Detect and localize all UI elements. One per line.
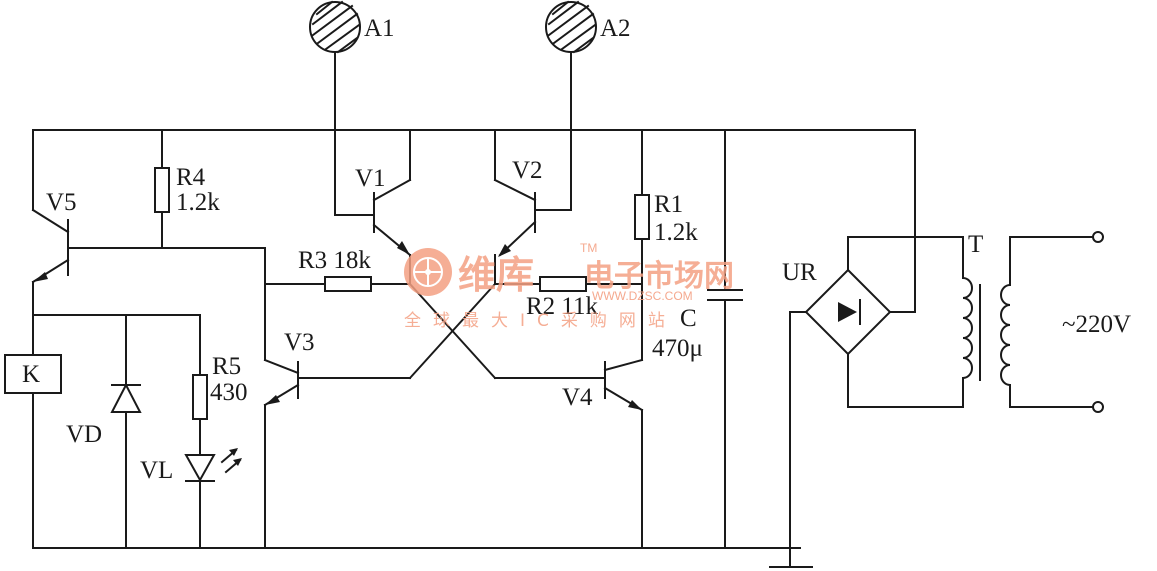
transformer-t (961, 231, 1104, 413)
transistor-v2 (493, 127, 572, 285)
watermark-slogan: 全球最大IC采购网站 (404, 311, 677, 331)
label-r2: R2 11k (526, 293, 598, 320)
relay-k (4, 314, 201, 549)
resistor-r3 (264, 276, 411, 292)
label-r1-value: 1.2k (654, 219, 698, 246)
watermark-brand: 维库 (458, 253, 534, 297)
resistor-r5 (192, 314, 208, 456)
capacitor-c (707, 129, 743, 549)
watermark-tm: TM (580, 241, 597, 255)
label-v1: V1 (355, 165, 386, 192)
watermark-url: WWW.DZSC.COM (592, 289, 693, 303)
label-v3: V3 (284, 329, 315, 356)
bridge-rectifier-ur (789, 129, 964, 549)
watermark-logo-icon (404, 248, 452, 296)
label-v4: V4 (562, 384, 593, 411)
label-ur: UR (782, 259, 817, 286)
label-r5-value: 430 (210, 379, 248, 406)
led-vl (184, 448, 242, 549)
label-k: K (22, 361, 40, 388)
label-c-name: C (680, 305, 697, 332)
label-r3: R3 18k (298, 247, 371, 274)
transistor-v3 (263, 247, 411, 549)
label-r4-name: R4 (176, 164, 206, 191)
transistor-v4 (494, 358, 644, 549)
label-r4-value: 1.2k (176, 189, 220, 216)
resistor-r4 (154, 129, 170, 249)
watermark-tagline: 电子市场网 (584, 259, 734, 294)
ground-rail-bottom (32, 547, 813, 568)
label-v2: V2 (512, 157, 543, 184)
label-a1: A1 (364, 15, 395, 42)
label-vd: VD (66, 421, 102, 448)
label-v5: V5 (46, 189, 77, 216)
cross-coupling (408, 282, 497, 380)
label-mains: ~220V (1062, 311, 1131, 338)
resistor-r2 (494, 276, 643, 292)
watermark: 维库 TM 电子市场网 WWW.DZSC.COM 全球最大IC采购网站 (404, 241, 734, 331)
label-c-value: 470μ (652, 335, 703, 362)
label-t: T (968, 231, 983, 258)
resistor-r1 (634, 129, 650, 361)
transistor-v5 (31, 129, 266, 356)
label-vl: VL (140, 457, 173, 484)
diode-vd (110, 314, 142, 549)
label-a2: A2 (600, 15, 631, 42)
electrode-a2 (545, 0, 597, 129)
label-r5-name: R5 (212, 353, 241, 380)
electrode-a1 (309, 0, 361, 129)
label-r1-name: R1 (654, 191, 683, 218)
